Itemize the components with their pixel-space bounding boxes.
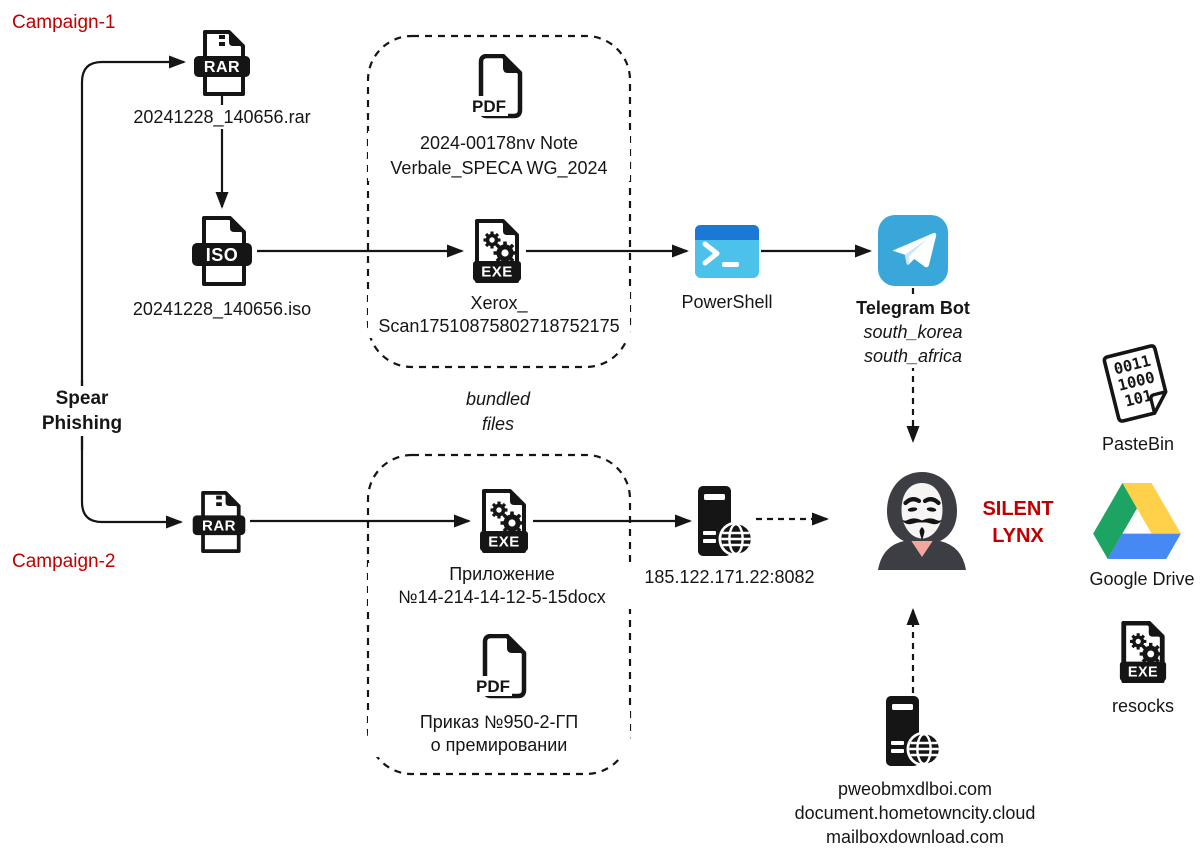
pdf2-line1: Приказ №950-2-ГП [419,712,579,732]
domain-2: document.hometowncity.cloud [794,803,1036,823]
powershell-icon [695,225,759,278]
pdf2-filename: Приказ №950-2-ГП о премировании [368,711,630,757]
resocks-label: resocks [1093,694,1193,718]
pdf-file-icon-campaign1: PDF [470,54,523,119]
pdf1-line2: Verbale_SPECA WG_2024 [390,158,608,178]
telegram-icon [878,215,948,286]
exe1-line1: Xerox_ [470,293,528,313]
actor-name-line1: SILENT [982,498,1054,520]
pdf1-line1: 2024-00178nv Note [419,133,579,153]
campaign1-label: Campaign-1 [12,12,116,34]
svg-text:EXE: EXE [481,264,513,281]
bundle-box-campaign2 [366,453,632,776]
spear-line1: Spear [55,388,109,409]
google-drive-icon [1093,483,1181,559]
bundled-files-label: bundled files [408,387,588,437]
telegram-bot-label: Telegram Bot south_korea south_africa [836,296,990,368]
arrow-spear-to-rar2 [80,380,183,529]
bundle-box-campaign1 [366,34,632,369]
exe1-filename: Xerox_ Scan17510875802718752175 [368,292,630,338]
telegram-bot-title: Telegram Bot [856,298,970,318]
actor-name-line2: LYNX [992,525,1044,547]
pdf-file-icon-campaign2: PDF [474,634,527,699]
domain-3: mailboxdownload.com [825,827,1005,847]
arrow-spear-to-rar1 [80,55,186,450]
svg-text:RAR: RAR [202,517,236,534]
domains-server-icon [886,696,940,767]
rar-file-icon-campaign1: RAR [194,30,250,96]
telegram-channel-2: south_africa [863,346,963,366]
pastebin-label: PasteBin [1086,432,1190,456]
svg-text:RAR: RAR [204,59,240,76]
exe2-line1: Приложение [449,564,555,584]
pdf2-line2: о премировании [430,735,568,755]
threat-actor-icon [878,472,966,570]
domain-1: pweobmxdlboi.com [837,779,993,799]
rar-file-icon-campaign2: RAR [192,491,246,553]
spear-phishing-label: Spear Phishing [36,386,128,436]
powershell-label: PowerShell [662,290,792,314]
resocks-exe-icon: EXE [1119,621,1167,683]
rar1-filename: 20241228_140656.rar [102,105,342,129]
c2-server-address: 185.122.171.22:8082 [637,565,822,589]
bundled-line2: files [481,414,514,434]
exe2-filename: Приложение №14-214-14-12-5-15docx [368,563,636,609]
c2-server-icon [698,486,752,557]
bundled-line1: bundled [465,389,531,409]
svg-text:PDF: PDF [472,97,506,116]
domains-list: pweobmxdlboi.com document.hometowncity.c… [788,777,1042,849]
svg-text:EXE: EXE [1128,665,1158,681]
exe-file-icon-campaign2: EXE [480,489,528,553]
pdf1-filename: 2024-00178nv Note Verbale_SPECA WG_2024 [368,131,630,181]
svg-text:EXE: EXE [488,534,520,551]
svg-text:ISO: ISO [206,245,239,265]
exe1-line2: Scan17510875802718752175 [378,316,620,336]
campaign2-label: Campaign-2 [12,551,116,573]
google-drive-label: Google Drive [1082,567,1200,591]
exe-file-icon-campaign1: EXE [473,219,521,283]
telegram-channel-1: south_korea [863,322,963,342]
spear-line2: Phishing [41,413,123,434]
iso-filename: 20241228_140656.iso [102,297,342,321]
exe2-line2: №14-214-14-12-5-15docx [398,587,606,607]
pastebin-icon: 0011 1000 101 [1102,344,1168,423]
iso-file-icon: ISO [192,216,252,286]
svg-text:PDF: PDF [476,677,510,696]
actor-name: SILENT LYNX [966,496,1070,550]
